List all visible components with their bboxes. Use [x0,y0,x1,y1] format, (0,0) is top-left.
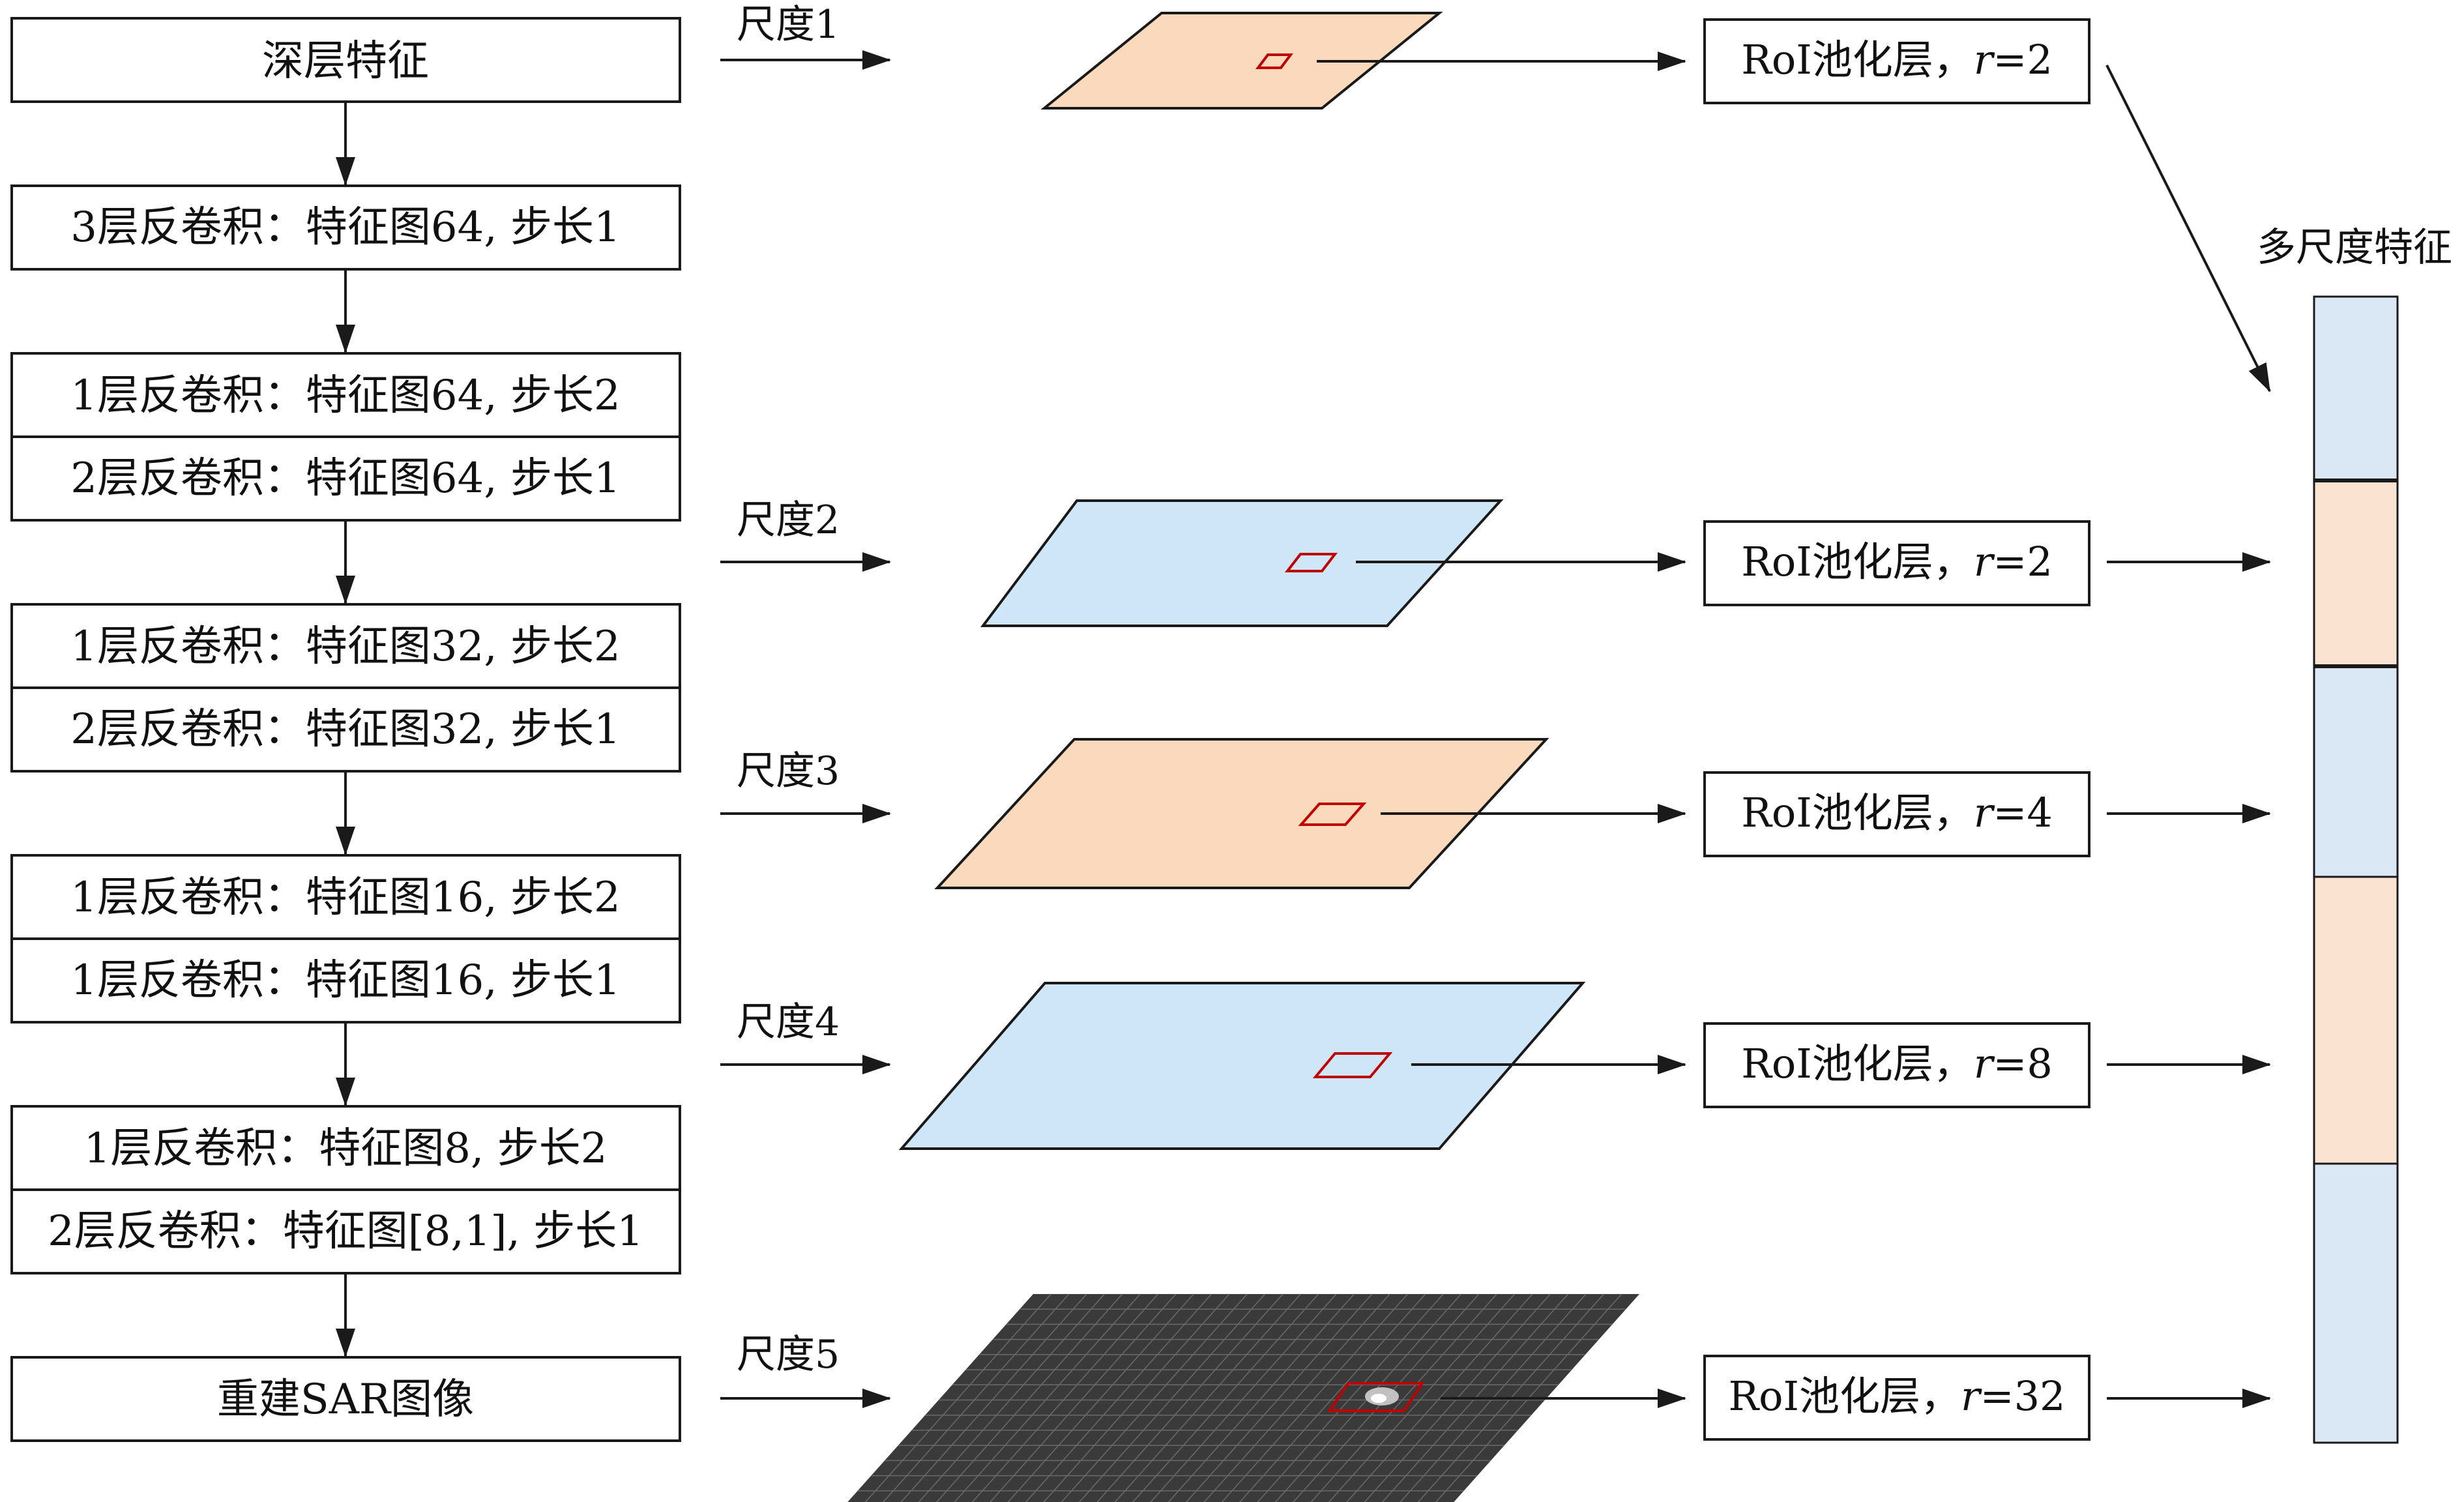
scale-label-5: 尺度5 [737,1332,840,1377]
block4-line1: 1层反卷积：特征图16, 步长2 [70,874,621,922]
box-reconstruct-sar-label: 重建SAR图像 [217,1376,474,1424]
scale-arrows: 尺度1 尺度2 尺度3 尺度4 尺度5 [720,2,891,1408]
roi-box-3-label: RoI池化层，r=4 [1741,789,2053,836]
roi-box-4-label: RoI池化层，r=8 [1741,1040,2053,1087]
roi-to-multiscale-arrows [2105,65,2271,1408]
block3-line1: 1层反卷积：特征图32, 步长2 [70,623,621,671]
block3-line2: 2层反卷积：特征图32, 步长1 [70,705,621,754]
roi-marker-3 [1298,803,1367,826]
roi-box-5 [1703,1355,2090,1441]
sar-target-core [1371,1394,1386,1403]
scale-label-4: 尺度4 [737,999,840,1045]
roi-marker-5 [1327,1382,1425,1412]
box-deconv-block1-label: 3层反卷积：特征图64, 步长1 [70,203,621,252]
roi-box-2-label: RoI池化层，r=2 [1741,538,2053,585]
left-column: 深层特征 3层反卷积：特征图64, 步长1 1层反卷积：特征图64, 步长2 2… [10,17,681,1442]
box-deconv-block1 [10,184,681,271]
roi-marker-4 [1312,1052,1393,1078]
bar-segment-3 [2313,665,2399,878]
sar-grid [857,1293,1626,1502]
block5-line2: 2层反卷积：特征图[8,1], 步长1 [48,1207,643,1256]
roi-box-2 [1703,520,2090,606]
box-deep-feature [10,17,681,103]
bar-segment-1 [2313,295,2399,482]
roi-marker-1 [1255,53,1293,69]
roi-box-4 [1703,1022,2090,1108]
plane-scale-2 [980,499,1504,627]
block5-line1: 1层反卷积：特征图8, 步长2 [84,1125,608,1173]
block2-line2: 2层反卷积：特征图64, 步长1 [70,454,621,503]
roi-box-5-label: RoI池化层，r=32 [1729,1372,2066,1420]
scale-label-1: 尺度1 [737,2,840,48]
block2-line1: 1层反卷积：特征图64, 步长2 [70,372,621,420]
sar-image-plane [847,1293,1639,1502]
feature-planes [847,12,1639,1502]
plane-scale-1 [1040,12,1443,110]
scale-label-2: 尺度2 [737,497,840,543]
plane-to-roi-arrows [1317,52,1686,1408]
bar-segment-5 [2313,1162,2399,1444]
plane-scale-4 [898,982,1586,1150]
box-deep-feature-label: 深层特征 [262,37,429,85]
multiscale-title: 多尺度特征 [2257,225,2452,271]
roi-box-1 [1703,18,2090,104]
box-reconstruct-sar [10,1356,681,1442]
multiscale-feature-bar: 多尺度特征 [2257,225,2452,1444]
roi-marker-2 [1284,553,1338,572]
bar-segment-4 [2313,876,2399,1165]
scale-label-3: 尺度3 [737,748,840,794]
roi-pooling-boxes: RoI池化层，r=2 RoI池化层，r=2 RoI池化层，r=4 RoI池化层，… [1703,18,2090,1441]
arrow-roi-multi-1 [2105,65,2271,392]
roi-box-3 [1703,771,2090,857]
bar-segment-2 [2313,479,2399,668]
roi-box-1-label: RoI池化层，r=2 [1741,36,2053,83]
plane-scale-3 [934,738,1549,889]
block4-line2: 1层反卷积：特征图16, 步长1 [70,956,621,1005]
